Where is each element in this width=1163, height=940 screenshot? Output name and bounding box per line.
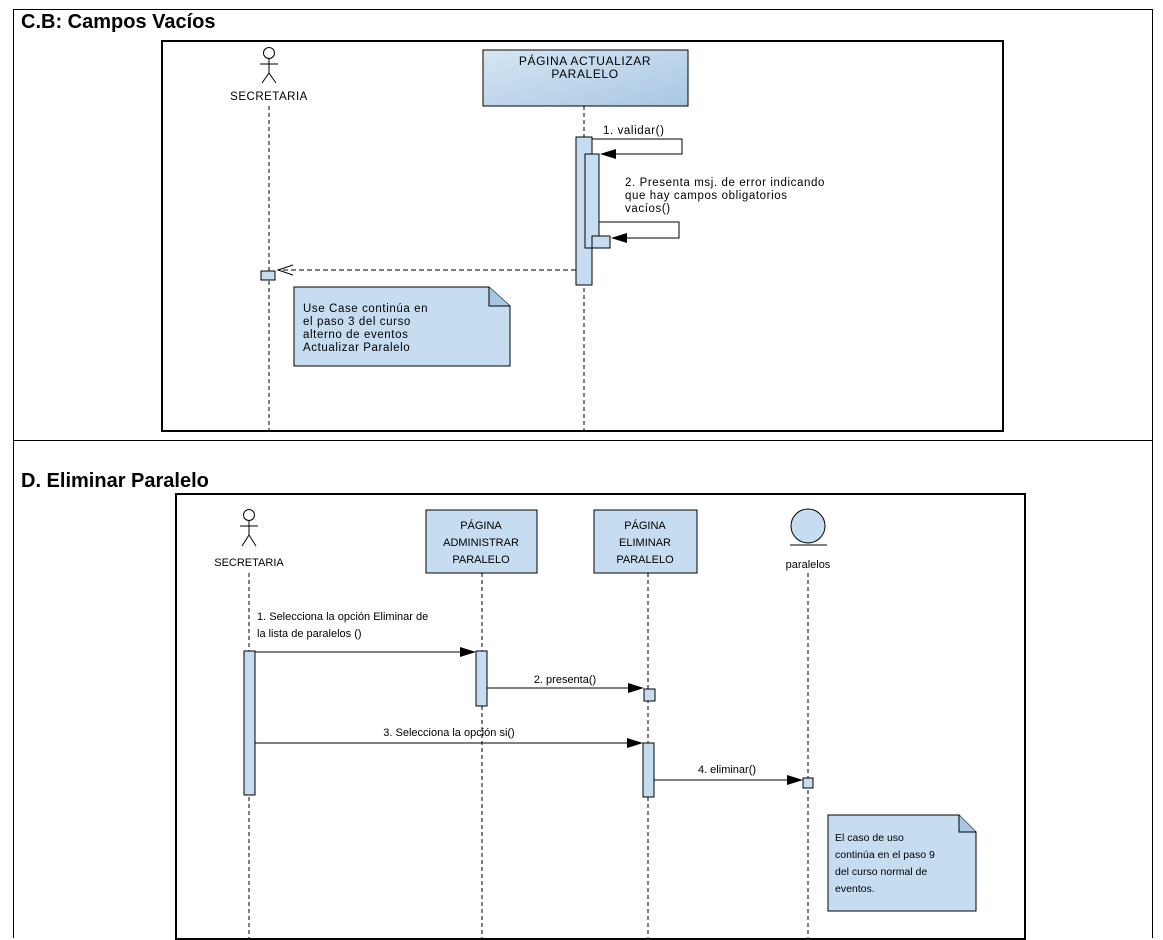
- page2-label-2: ELIMINAR: [619, 537, 671, 549]
- entity-label: paralelos: [786, 559, 831, 571]
- message-label-2b: que hay campos obligatorios: [625, 190, 788, 202]
- message-selecciona-eliminar: 1. Selecciona la opción Eliminar de la l…: [255, 611, 476, 657]
- page-label-2: PARALELO: [551, 67, 618, 81]
- note-line-2: el paso 3 del curso: [303, 316, 411, 328]
- page1-label-2: ADMINISTRAR: [443, 537, 519, 549]
- note-line-3: alterno de eventos: [303, 329, 408, 341]
- activation-validar: [584, 153, 600, 249]
- document-table: [13, 9, 1153, 938]
- message-label-2a: 2. Presenta msj. de error indicando: [625, 177, 825, 189]
- note-line-4: Actualizar Paralelo: [303, 342, 410, 354]
- page2-label-3: PARALELO: [616, 554, 674, 566]
- page1-label-1: PÁGINA: [460, 519, 502, 532]
- note-d: El caso de uso continúa en el paso 9 del…: [827, 814, 977, 912]
- sequence-diagram-d: SECRETARIA PÁGINA ADMINISTRAR PARALELO P…: [175, 493, 1026, 940]
- actor-label: SECRETARIA: [230, 91, 308, 103]
- activation-paralelos: [802, 777, 814, 789]
- section-divider: [13, 440, 1153, 441]
- note-d-line-2: continúa en el paso 9: [835, 849, 935, 861]
- lifeline-head-pagina-administrar: PÁGINA ADMINISTRAR PARALELO: [425, 509, 538, 574]
- message-d1-line1: 1. Selecciona la opción Eliminar de: [257, 611, 428, 623]
- actor-label-d: SECRETARIA: [214, 557, 284, 569]
- page-label-1: PÁGINA ACTUALIZAR: [519, 53, 651, 68]
- section-title-cb: C.B: Campos Vacíos: [21, 11, 216, 33]
- activation-administrar: [475, 650, 488, 707]
- activation-secretaria-d: [243, 650, 256, 796]
- message-return: [260, 264, 576, 281]
- message-validar: 1. validar(): [592, 125, 683, 159]
- message-label-1: 1. validar(): [603, 125, 665, 137]
- activation-eliminar-1: [643, 688, 656, 702]
- message-selecciona-si: 3. Selecciona la opción si(): [255, 727, 643, 748]
- message-eliminar: 4. eliminar(): [654, 764, 803, 785]
- message-presenta: 2. presenta(): [487, 674, 644, 693]
- activation-presenta: [591, 235, 611, 249]
- page1-label-3: PARALELO: [452, 554, 510, 566]
- sequence-diagram-cb: SECRETARIA PÁGINA ACTUALIZAR PARALELO 1.…: [161, 40, 1004, 432]
- note-line-1: Use Case continúa en: [303, 303, 428, 315]
- activation-secretaria: [260, 270, 276, 281]
- note-d-line-1: El caso de uso: [835, 832, 904, 844]
- message-d1-line2: la lista de paralelos (): [257, 628, 362, 640]
- actor-secretaria-d: SECRETARIA: [214, 509, 284, 569]
- note-cb: Use Case continúa en el paso 3 del curso…: [293, 286, 511, 367]
- actor-secretaria: SECRETARIA: [230, 47, 308, 103]
- lifeline-head-pagina-eliminar: PÁGINA ELIMINAR PARALELO: [593, 509, 698, 574]
- page2-label-1: PÁGINA: [624, 519, 666, 532]
- lifeline-head-pagina-actualizar: PÁGINA ACTUALIZAR PARALELO: [482, 49, 689, 107]
- message-d4-label: 4. eliminar(): [698, 764, 756, 776]
- message-label-2c: vacíos(): [625, 203, 671, 215]
- message-presenta-error: 2. Presenta msj. de error indicando que …: [599, 177, 825, 243]
- note-d-line-4: eventos.: [835, 883, 875, 895]
- note-d-line-3: del curso normal de: [835, 866, 927, 878]
- message-d2-label: 2. presenta(): [534, 674, 596, 686]
- message-d3-label: 3. Selecciona la opción si(): [383, 727, 514, 739]
- activation-eliminar-2: [642, 742, 655, 798]
- section-title-d: D. Eliminar Paralelo: [21, 470, 209, 492]
- entity-paralelos: paralelos: [786, 508, 831, 571]
